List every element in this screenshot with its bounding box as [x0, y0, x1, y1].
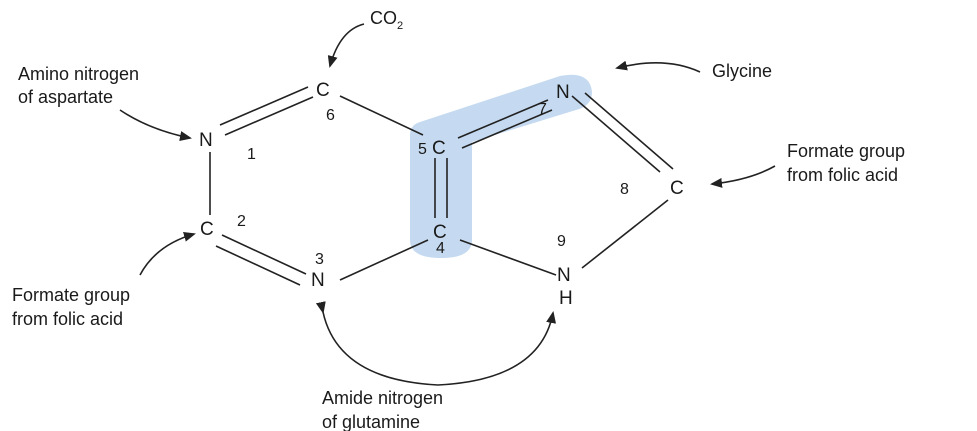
glutamine-double-arrow: [315, 301, 556, 386]
formate-right-arrow: [710, 165, 776, 188]
atom-c6-number: 6: [326, 107, 335, 124]
bond-c8-n9: [581, 199, 669, 269]
atom-c8-number: 8: [620, 181, 629, 198]
atom-c5: C: [432, 138, 446, 159]
bond-c6-c5: [339, 95, 424, 136]
atom-c4: C: [433, 222, 447, 243]
formate-left-arrow: [139, 231, 196, 276]
glycine-highlight: [410, 74, 592, 258]
atom-n7-number: 7: [538, 101, 547, 118]
formate-right-label-line2: from folic acid: [787, 165, 898, 185]
formate-left-label-line2: from folic acid: [12, 309, 123, 329]
bond-c2-n3: [221, 234, 307, 275]
bond-c4-n9: [459, 239, 557, 276]
bond-n7-c8: [571, 95, 661, 173]
bond-c4-n3: [339, 239, 429, 281]
atom-n1-number: 1: [247, 146, 256, 163]
atom-n3: N: [311, 270, 325, 291]
aspartate-label-line2: of aspartate: [18, 87, 113, 107]
formate-right-label-line1: Formate group: [787, 141, 905, 161]
formate-left-label-line1: Formate group: [12, 285, 130, 305]
co2-label: CO2: [370, 8, 403, 32]
atom-n3-number: 3: [315, 251, 324, 268]
bond-n1-c6: [219, 86, 309, 126]
glutamine-label-line1: Amide nitrogen: [322, 388, 443, 408]
atom-n1: N: [199, 130, 213, 151]
bond-n7-c8-double: [584, 92, 674, 170]
atom-c5-number: 5: [418, 141, 427, 158]
atom-n9-number: 9: [557, 233, 566, 250]
aspartate-label-line1: Amino nitrogen: [18, 64, 139, 84]
co2-arrow: [327, 23, 365, 68]
atom-c2-number: 2: [237, 213, 246, 230]
bond-c5-n7-double: [461, 109, 553, 149]
glycine-label: Glycine: [712, 61, 772, 81]
glycine-arrow: [615, 60, 701, 73]
atom-c8: C: [670, 178, 684, 199]
aspartate-arrow: [119, 109, 192, 141]
atom-n9: N: [557, 265, 571, 286]
atom-c6: C: [316, 80, 330, 101]
atom-c4-number: 4: [436, 240, 445, 257]
arrows: [119, 23, 776, 386]
atom-n9-hydrogen: H: [559, 288, 573, 309]
atom-c2: C: [200, 219, 214, 240]
bond-c2-n3-double: [215, 245, 301, 286]
bond-c5-n7: [457, 99, 549, 139]
glutamine-label-line2: of glutamine: [322, 412, 420, 431]
bonds: [209, 86, 674, 286]
bond-n1-c6-double: [224, 96, 314, 136]
atom-n7: N: [556, 82, 570, 103]
